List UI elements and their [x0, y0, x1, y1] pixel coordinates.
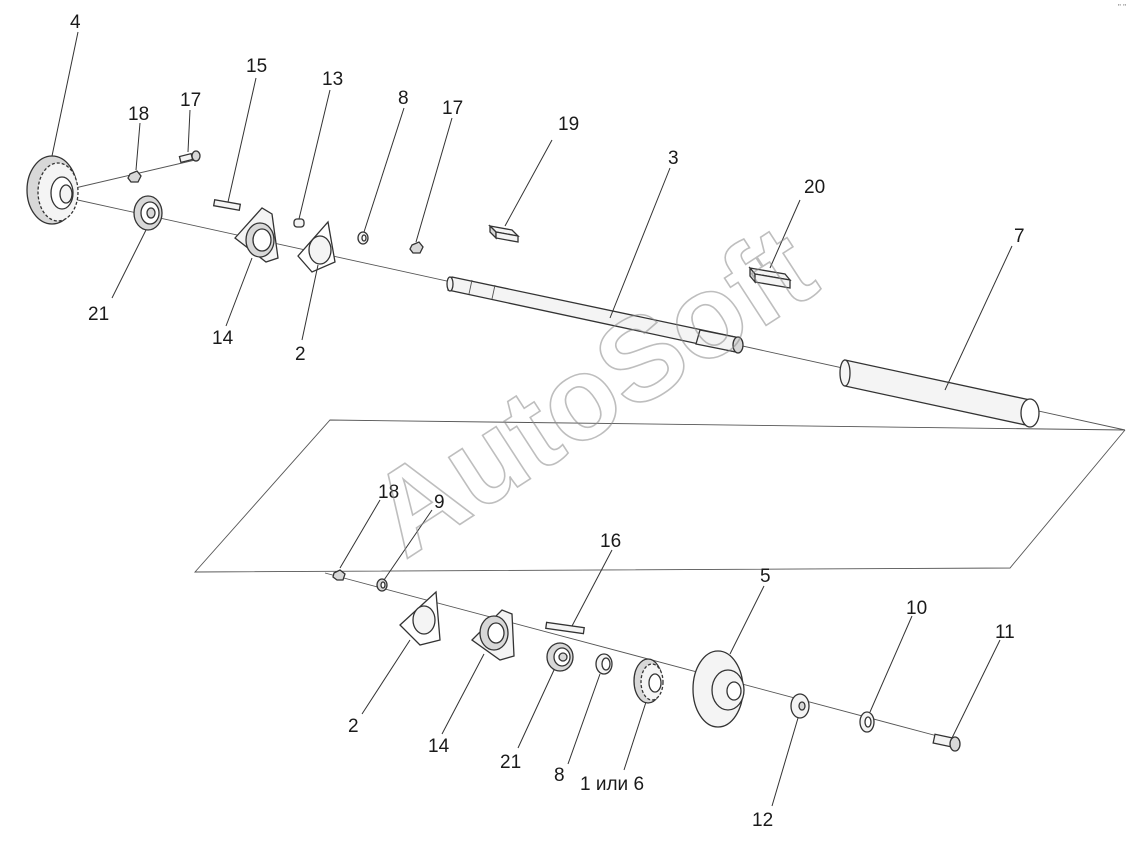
- sleeve-13: [293, 218, 305, 228]
- callout-21-lower: 21: [500, 752, 521, 773]
- pin-16: [545, 621, 585, 635]
- nut-17: [409, 241, 424, 254]
- key-19: [488, 224, 520, 243]
- lower-assembly: 18 9 16 5 10 11 2 14 21 8 1 или 6 12: [324, 482, 1015, 831]
- washer-12: [790, 693, 810, 719]
- flange-plate-2-lower: [399, 590, 441, 646]
- callout-18-lower: 18: [378, 482, 399, 503]
- callout-8-lower: 8: [554, 765, 565, 786]
- flange-housing-14-lower: [470, 609, 515, 661]
- corner-mark: " ": [1118, 3, 1126, 12]
- callout-2-lower: 2: [348, 716, 359, 737]
- callout-18: 18: [128, 104, 149, 125]
- callout-9: 9: [434, 492, 445, 513]
- callout-15: 15: [246, 56, 267, 77]
- callout-3: 3: [668, 148, 679, 169]
- callout-19: 19: [558, 114, 579, 135]
- callout-10: 10: [906, 598, 927, 619]
- sprocket-1-or-6: [633, 658, 664, 704]
- assembly-frame: [193, 419, 1126, 573]
- callout-8: 8: [398, 88, 409, 109]
- washer-9: [376, 578, 388, 592]
- callout-14-lower: 14: [428, 736, 450, 757]
- tube-7: [839, 359, 1040, 428]
- callout-17: 17: [180, 90, 201, 111]
- callout-17-nut: 17: [442, 98, 463, 119]
- bolt-11: [932, 733, 961, 752]
- nut-18: [127, 170, 142, 183]
- callout-5: 5: [760, 566, 771, 587]
- sprocket-4: [26, 155, 79, 225]
- callout-14: 14: [212, 328, 234, 349]
- callout-16: 16: [600, 531, 621, 552]
- hub-5: [692, 650, 745, 728]
- callout-4: 4: [70, 12, 81, 33]
- upper-assembly: 4 18 17 15 13 8 17 19 3 20 7 21 14 2: [26, 12, 1126, 573]
- callout-13: 13: [322, 69, 343, 90]
- callout-7: 7: [1014, 226, 1025, 247]
- shaft-3: [446, 276, 744, 354]
- flange-housing-14: [234, 207, 279, 263]
- washer-10: [859, 711, 875, 733]
- flange-plate-2: [297, 220, 336, 273]
- callout-20: 20: [804, 177, 825, 198]
- bushing-8: [595, 653, 613, 675]
- key-20: [748, 266, 792, 289]
- nut-18-lower: [332, 569, 346, 581]
- bolt-17: [178, 150, 201, 164]
- pin-15: [212, 199, 242, 211]
- washer-8: [357, 231, 369, 245]
- callout-21: 21: [88, 304, 109, 325]
- watermark: AutoSoft: [347, 200, 837, 582]
- callout-11: 11: [995, 622, 1015, 643]
- callout-1-or-6: 1 или 6: [580, 774, 644, 795]
- bearing-21: [133, 195, 163, 231]
- callout-2: 2: [295, 344, 306, 365]
- callout-12: 12: [752, 810, 773, 831]
- bearing-21-lower: [546, 642, 574, 672]
